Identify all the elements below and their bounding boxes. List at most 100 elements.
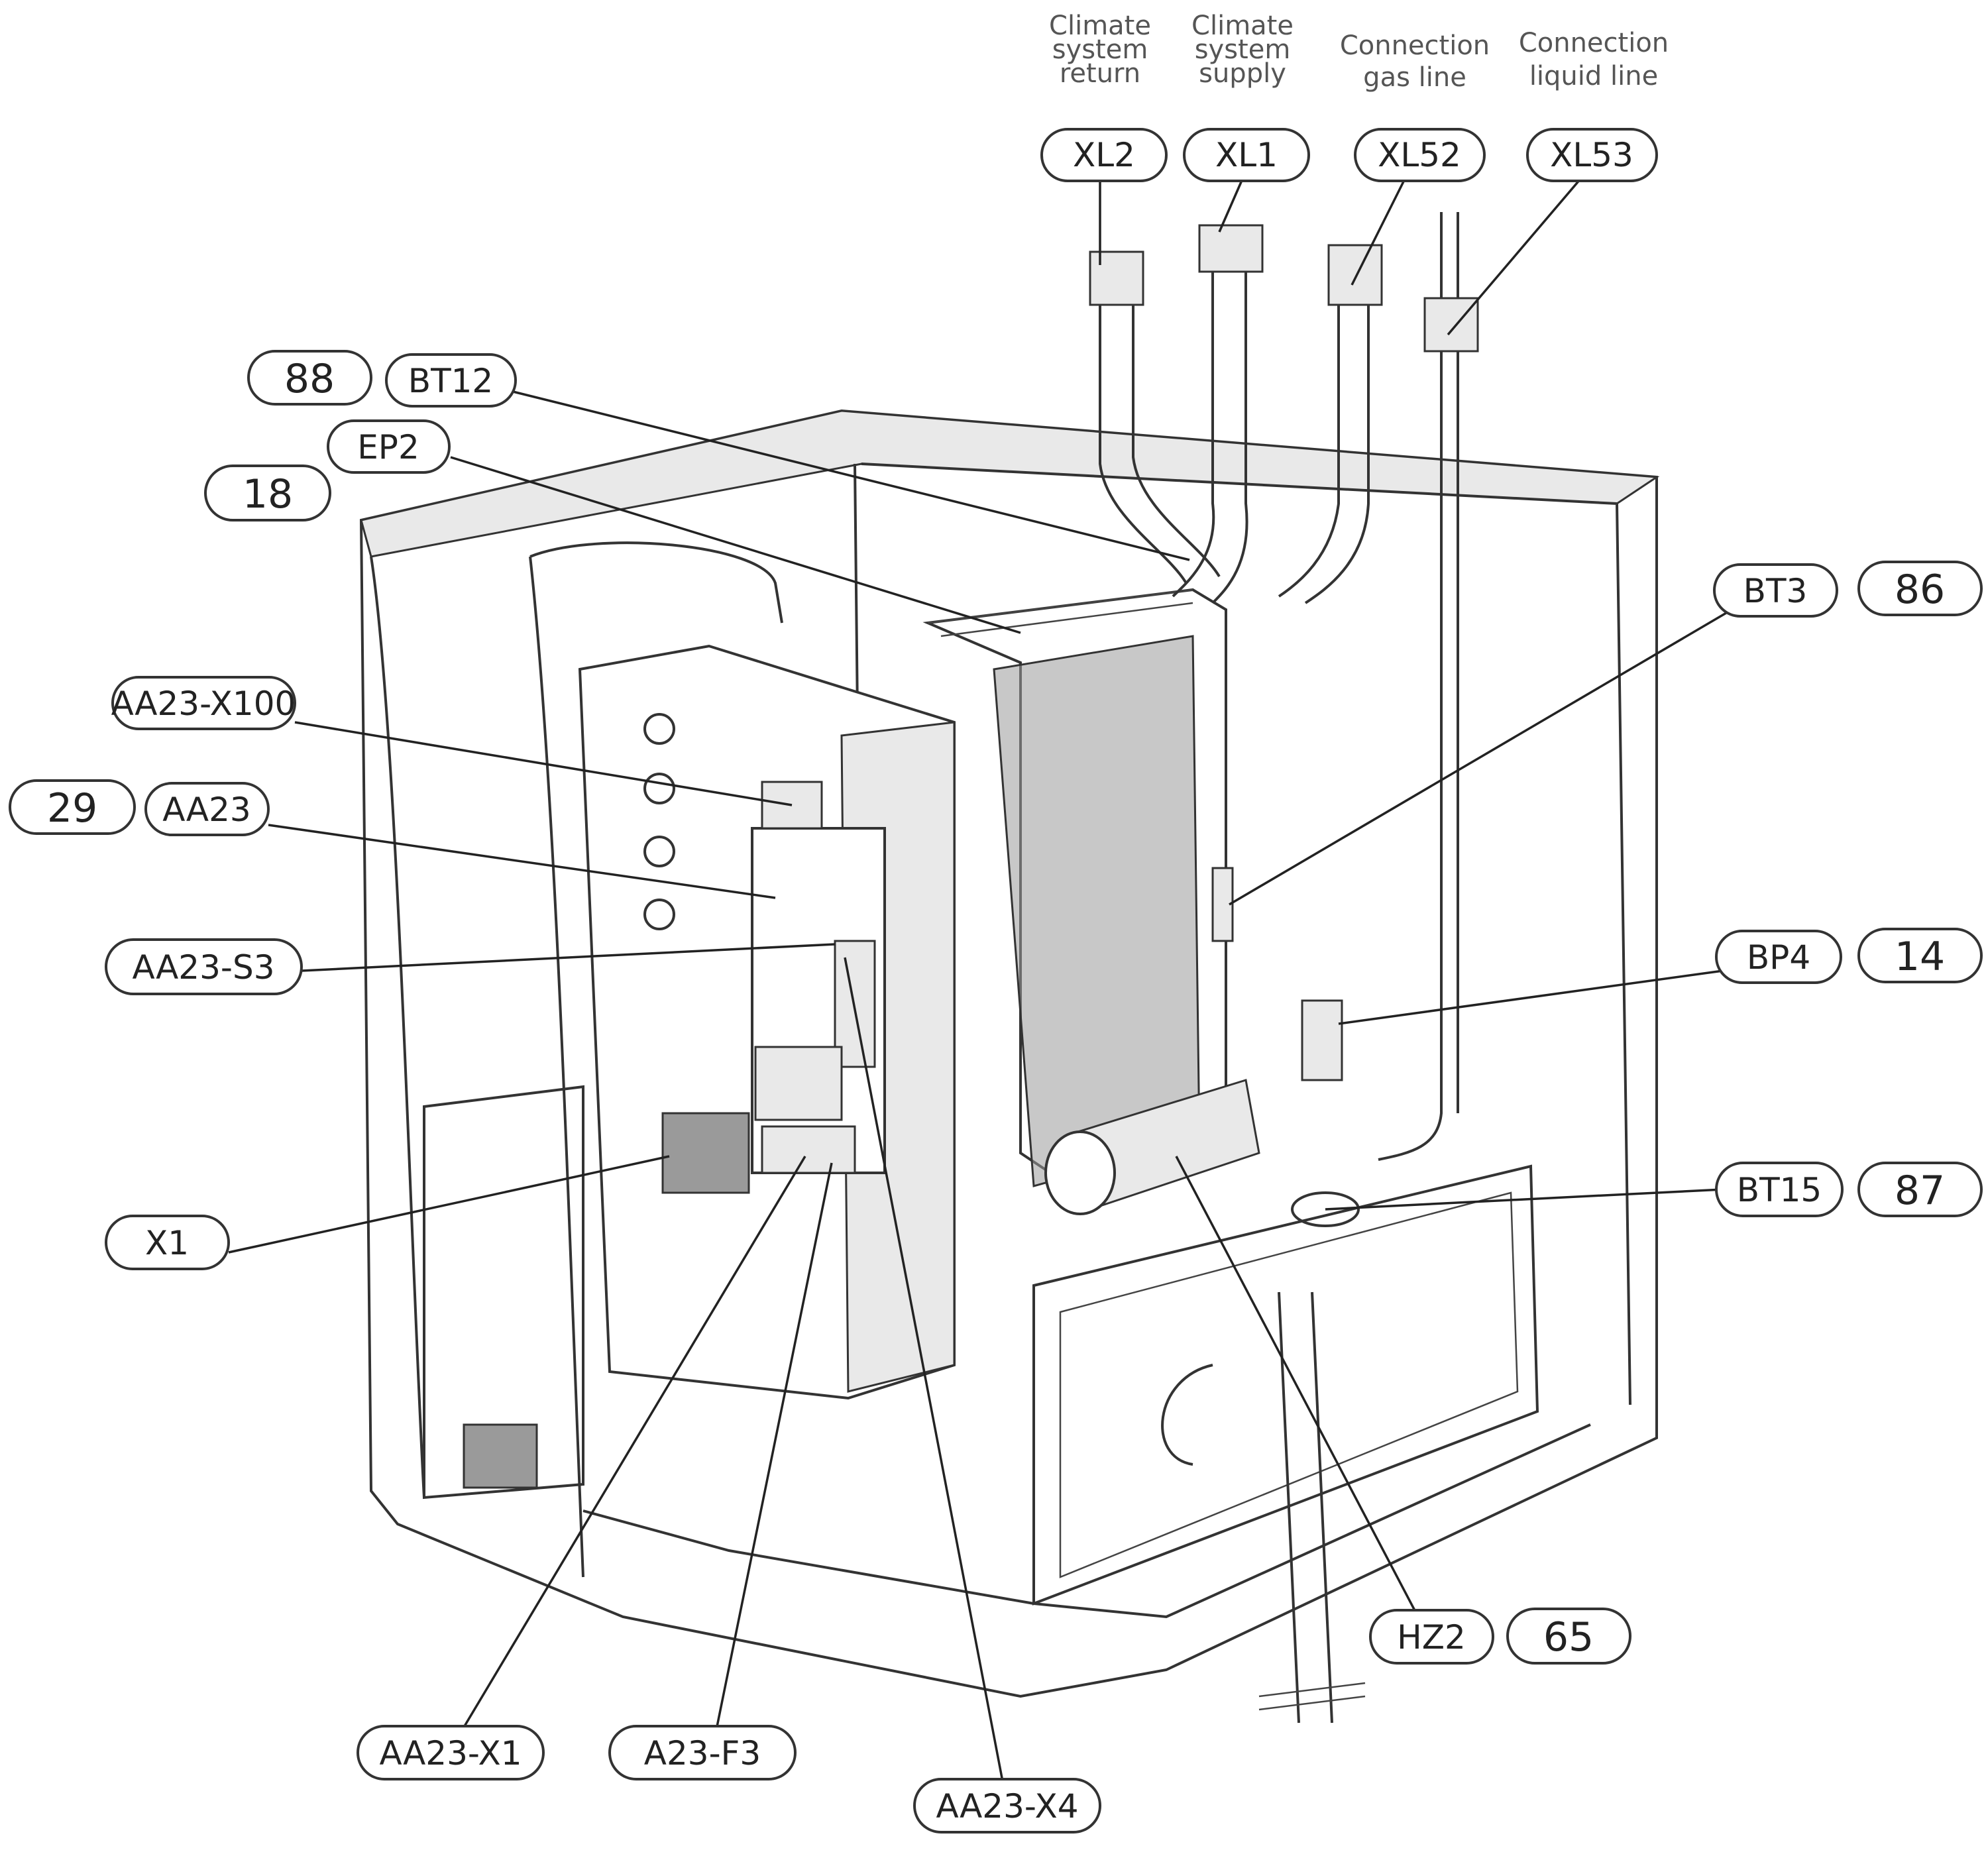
svg-text:gas line: gas line (1363, 62, 1466, 93)
label-88: 88 (247, 350, 372, 406)
label-18: 18 (204, 465, 331, 521)
svg-text:Climate: Climate (1191, 11, 1294, 41)
leader-aa23-x4 (844, 957, 1009, 1806)
svg-text:XL2: XL2 (1073, 136, 1135, 174)
label-x1: X1 (105, 1215, 230, 1270)
x1-connector (761, 1125, 856, 1174)
label-aa23-x100: AA23-X100 (111, 676, 296, 730)
svg-text:EP2: EP2 (357, 428, 419, 466)
leader-x1 (228, 1155, 670, 1254)
header-liquid-line: Connection liquid line (1519, 28, 1669, 91)
header-climate-return: Climate system return (1049, 11, 1151, 89)
label-a23-f3: A23-F3 (608, 1725, 797, 1780)
svg-text:AA23-X1: AA23-X1 (379, 1734, 522, 1773)
pressure-sensor (1301, 999, 1343, 1081)
label-ep2: EP2 (327, 419, 451, 474)
svg-text:Connection: Connection (1340, 30, 1490, 61)
cable-gland-2 (643, 773, 675, 804)
pipe-xl2 (1099, 292, 1221, 584)
label-xl52: XL52 (1354, 128, 1486, 182)
svg-text:X1: X1 (145, 1224, 189, 1262)
svg-text:system: system (1052, 34, 1148, 65)
header-gas-line: Connection gas line (1340, 30, 1490, 93)
x4-terminal (834, 940, 876, 1068)
leader-bt12 (510, 390, 1190, 561)
leader-aa23-x100 (294, 721, 793, 806)
leader-aa23-s3 (301, 943, 836, 972)
svg-text:Climate: Climate (1049, 11, 1151, 41)
fitting-xl1 (1198, 224, 1264, 273)
cable-gland-1 (643, 713, 675, 745)
right-tray-inner (1059, 1191, 1519, 1578)
left-dome (529, 541, 783, 624)
leader-hz2 (1175, 1156, 1419, 1617)
leader-bt15 (1325, 1188, 1724, 1211)
bottom-tray (423, 1085, 584, 1500)
svg-text:87: 87 (1895, 1168, 1945, 1214)
label-xl53: XL53 (1526, 128, 1658, 182)
svg-text:Connection: Connection (1519, 28, 1669, 58)
svg-text:BT3: BT3 (1743, 572, 1808, 610)
svg-text:AA23-X100: AA23-X100 (111, 684, 296, 723)
leader-lines (228, 178, 1727, 1806)
svg-text:system: system (1195, 34, 1291, 65)
svg-text:14: 14 (1895, 934, 1945, 980)
cabinet-shell (359, 409, 1658, 1698)
label-aa23-x1: AA23-X1 (357, 1725, 545, 1780)
right-base-tray (1032, 1164, 1539, 1606)
label-xl2: XL2 (1040, 128, 1168, 182)
svg-text:A23-F3: A23-F3 (644, 1734, 761, 1773)
sensor-bt15 (1291, 1191, 1360, 1227)
rating-plate (463, 1423, 538, 1489)
label-29: 29 (9, 779, 136, 835)
svg-text:65: 65 (1543, 1614, 1594, 1661)
svg-text:XL1: XL1 (1215, 136, 1278, 174)
label-aa23: AA23 (144, 782, 270, 836)
cable-gland-3 (643, 836, 675, 867)
drain-hose (1278, 1291, 1333, 1723)
leader-a23-f3 (711, 1162, 833, 1750)
leader-xl52 (1351, 178, 1406, 286)
unit-drawing (359, 212, 1660, 1723)
svg-text:BP4: BP4 (1747, 938, 1810, 977)
fitting-xl2 (1089, 250, 1144, 306)
label-65: 65 (1506, 1608, 1631, 1665)
svg-text:86: 86 (1895, 567, 1945, 613)
leader-aa23-x1 (449, 1156, 806, 1750)
left-side-curve (370, 556, 584, 1578)
svg-text:HZ2: HZ2 (1397, 1618, 1466, 1657)
fitting-xl53 (1423, 297, 1479, 353)
drain-hose-cut (1258, 1682, 1366, 1711)
svg-text:88: 88 (284, 356, 335, 402)
pipe-xl1 (1172, 265, 1248, 604)
drain-hook (1161, 1364, 1213, 1466)
fitting-xl52 (1327, 244, 1383, 306)
svg-text:XL52: XL52 (1378, 136, 1461, 174)
label-aa23-x4: AA23-X4 (913, 1778, 1101, 1833)
label-bt15: BT15 (1715, 1162, 1844, 1217)
cable-gland-4 (643, 899, 675, 930)
leader-xl1 (1218, 178, 1244, 233)
sensor-bt3 (1211, 867, 1234, 942)
svg-text:18: 18 (243, 471, 293, 518)
svg-text:supply: supply (1199, 58, 1286, 89)
x1-terminal-block (661, 1112, 750, 1194)
svg-text:BT12: BT12 (408, 362, 493, 400)
svg-text:29: 29 (47, 785, 97, 832)
svg-text:AA23-X4: AA23-X4 (936, 1787, 1078, 1826)
pipe-xl52 (1278, 298, 1370, 604)
leader-bt3 (1229, 612, 1727, 906)
label-hz2: HZ2 (1369, 1609, 1494, 1665)
transformer (754, 1046, 843, 1121)
header-climate-supply: Climate system supply (1191, 11, 1294, 89)
svg-text:AA23-S3: AA23-S3 (132, 948, 274, 987)
svg-text:AA23: AA23 (162, 791, 250, 829)
svg-text:liquid line: liquid line (1529, 61, 1658, 91)
svg-text:BT15: BT15 (1737, 1171, 1822, 1209)
label-14: 14 (1857, 928, 1983, 983)
label-bp4: BP4 (1715, 930, 1842, 984)
label-xl1: XL1 (1183, 128, 1310, 182)
label-bt12: BT12 (385, 353, 517, 408)
